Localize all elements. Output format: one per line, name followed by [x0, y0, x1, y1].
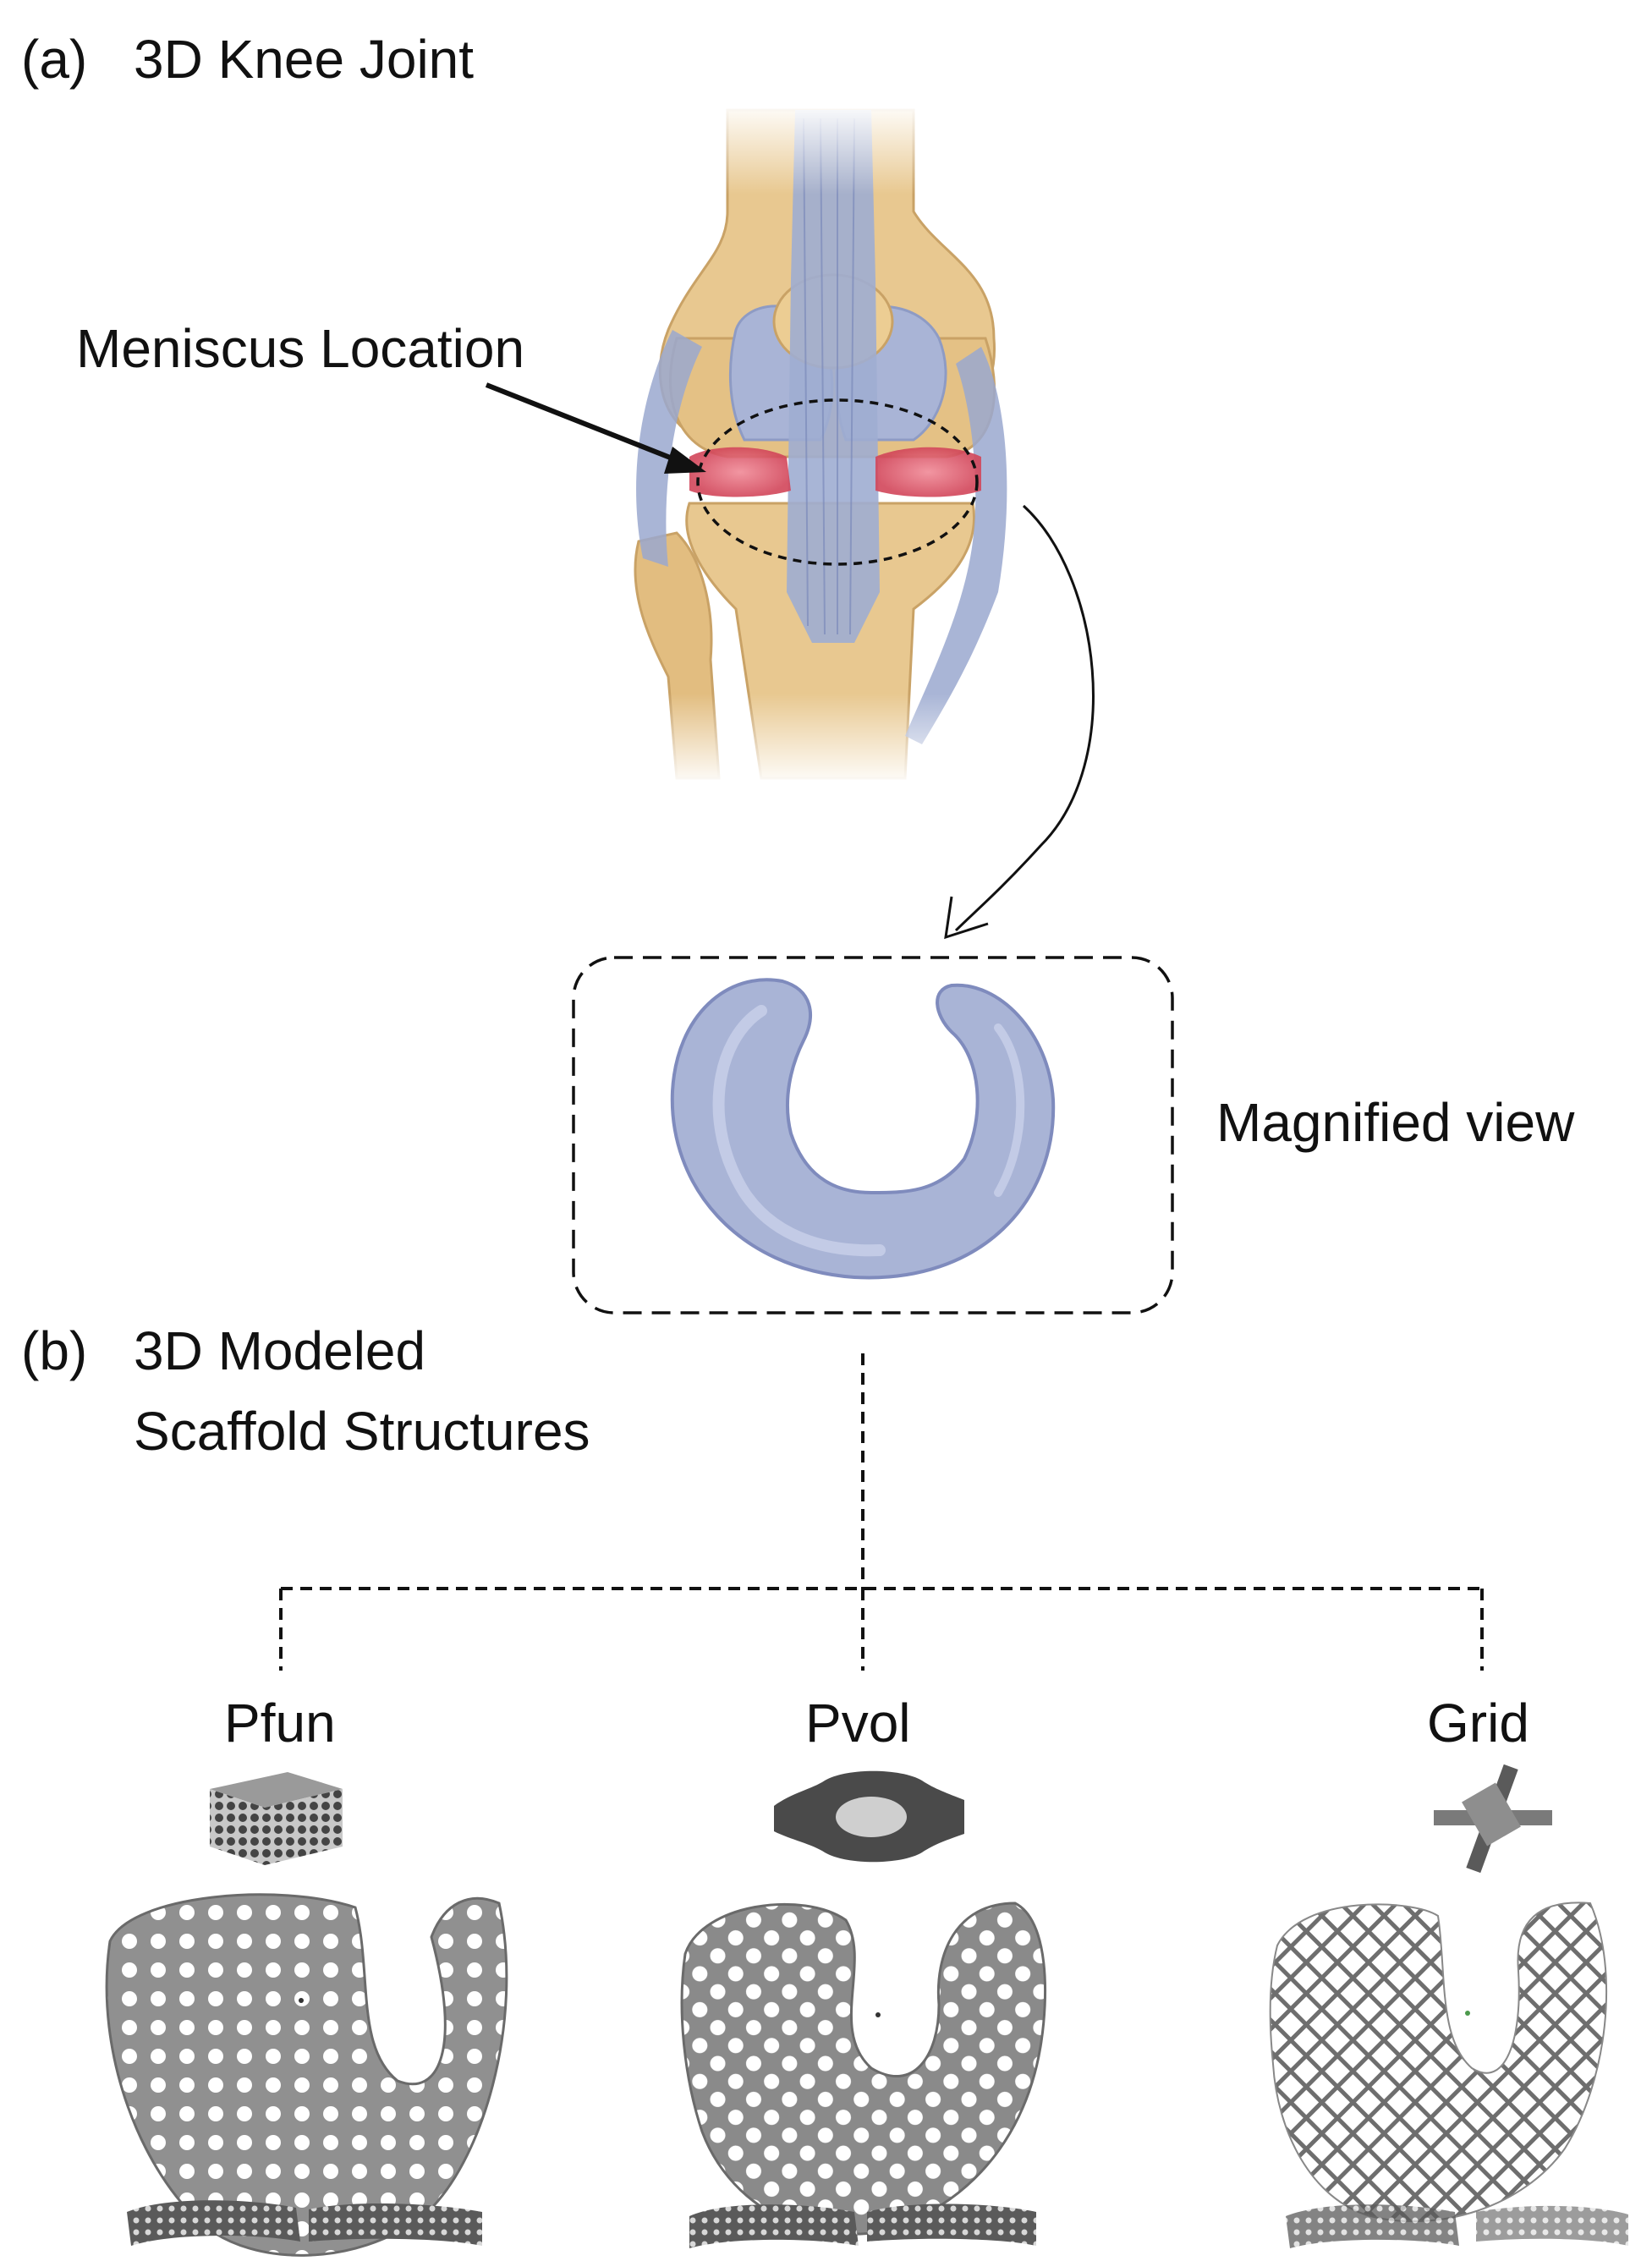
grid-unit-cell-icon — [1434, 1764, 1552, 1874]
panel-b-title-line1: 3D Modeled — [134, 1320, 426, 1381]
meniscus-location-label: Meniscus Location — [76, 318, 525, 379]
lateral-ligament — [636, 330, 702, 567]
magnify-curved-arrow — [944, 504, 1095, 940]
panel-b-title-line2: Scaffold Structures — [134, 1401, 590, 1462]
pfun-label: Pfun — [224, 1693, 336, 1753]
medial-ligament — [905, 347, 1007, 744]
panel-b-label: (b) — [21, 1320, 88, 1381]
pvol-label: Pvol — [805, 1693, 911, 1753]
pfun-scaffold — [105, 1893, 508, 2257]
structure-tree-connector — [279, 1353, 1484, 1671]
patellar-tendon — [787, 110, 880, 643]
magnified-view-label: Magnified view — [1216, 1092, 1575, 1153]
meniscus-magnified — [670, 978, 1056, 1280]
grid-scaffold — [1269, 1902, 1608, 2222]
pvol-unit-cell-icon — [774, 1770, 964, 1863]
grid-side-strips — [1286, 2204, 1628, 2248]
pvol-scaffold — [680, 1902, 1047, 2236]
meniscus-left — [689, 447, 791, 497]
knee-joint-illustration — [592, 102, 1066, 787]
pvol-side-strips — [689, 2203, 1036, 2248]
tendon-fibers — [803, 118, 855, 635]
magnified-view-box — [572, 956, 1174, 1314]
panel-a-label: (a) — [21, 29, 88, 90]
meniscus-callout-arrow — [485, 382, 706, 474]
meniscus-highlight-ellipse — [696, 398, 979, 566]
panel-a-title: 3D Knee Joint — [134, 29, 475, 90]
pfun-unit-cell-icon — [210, 1772, 343, 1865]
grid-label: Grid — [1427, 1693, 1529, 1753]
meniscus-right — [875, 447, 981, 497]
pfun-side-strips — [127, 2200, 482, 2246]
